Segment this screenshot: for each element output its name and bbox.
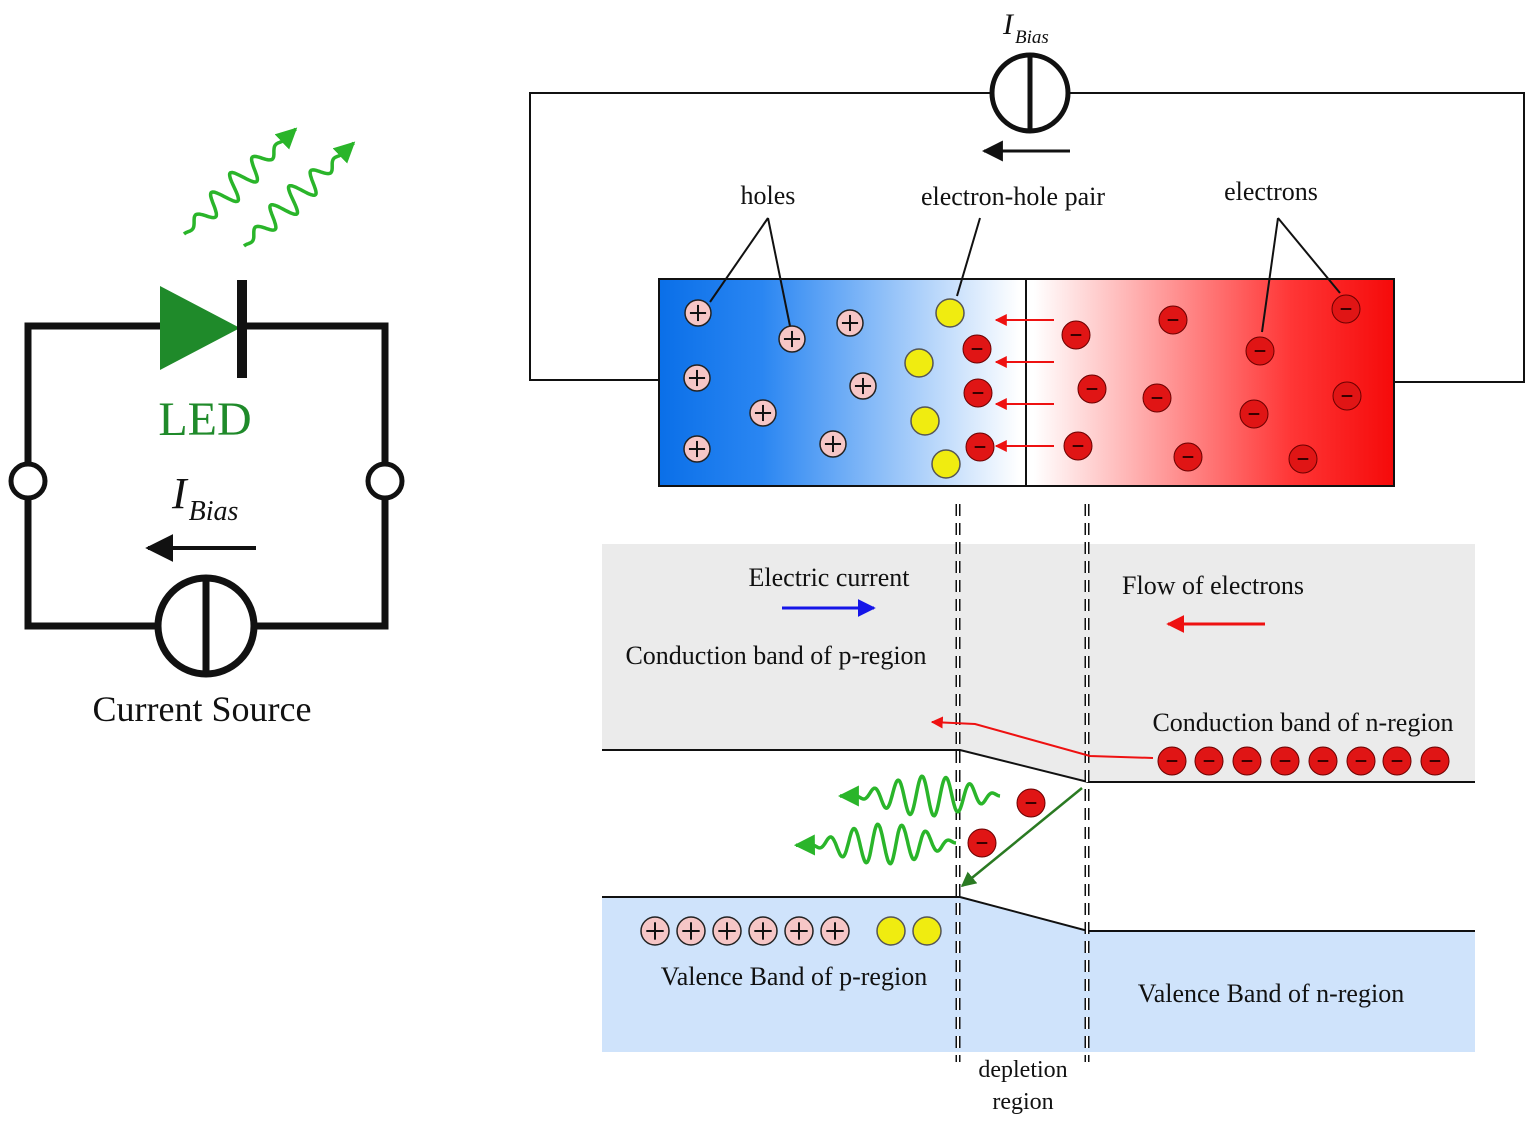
- electron-icon: [1245, 336, 1275, 366]
- valence-band-n-label: Valence Band of n-region: [1138, 979, 1404, 1008]
- band-diagram: Electric current Flow of electrons Condu…: [602, 504, 1475, 1115]
- electron-icon: [1061, 320, 1091, 350]
- circuit-wire-bottom-left: [24, 497, 158, 630]
- electron-icon: [1232, 746, 1262, 776]
- electrons-pointer: [1277, 217, 1341, 294]
- electron-icon: [1016, 788, 1046, 818]
- electron-hole-pair-icon: [931, 449, 961, 479]
- hole-icon: [820, 916, 850, 946]
- hole-icon: [778, 325, 806, 353]
- electron-icon: [1239, 399, 1269, 429]
- circuit-wire-top-right: [242, 322, 389, 465]
- valence-band-edge: [602, 896, 1475, 932]
- valence-band-p-label: Valence Band of p-region: [661, 962, 927, 991]
- electron-icon: [1270, 746, 1300, 776]
- electron-icon: [967, 828, 997, 858]
- hole-icon: [749, 399, 777, 427]
- terminal-left: [8, 461, 48, 501]
- hole-icon: [640, 916, 670, 946]
- photon-wave-icon: [242, 141, 356, 248]
- electron-icon: [1346, 746, 1376, 776]
- led-circuit: LED IBias Current Source: [8, 127, 405, 729]
- conduction-band-n-label: Conduction band of n-region: [1152, 708, 1453, 737]
- hole-icon: [819, 430, 847, 458]
- emitted-photons: [793, 774, 1001, 866]
- circuit-wire-bottom-right: [254, 497, 389, 630]
- holes-label: holes: [741, 181, 796, 210]
- electron-icon: [1288, 444, 1318, 474]
- depletion-region-label: depletion: [978, 1057, 1067, 1083]
- hole-icon: [748, 916, 778, 946]
- electron-hole-pair-label: electron-hole pair: [921, 182, 1105, 211]
- electron-icon: [1077, 374, 1107, 404]
- hole-icon: [676, 916, 706, 946]
- valence-band-area: [602, 897, 1475, 1052]
- electron-icon: [962, 334, 992, 364]
- hole-icon: [849, 372, 877, 400]
- hole-icon: [683, 364, 711, 392]
- electron-icon: [1173, 442, 1203, 472]
- recombination-arrow-icon: [960, 787, 1083, 887]
- electron-icon: [1142, 383, 1172, 413]
- electron-icon: [1382, 746, 1412, 776]
- electron-icon: [1308, 746, 1338, 776]
- electron-hole-pair-icon: [876, 916, 906, 946]
- electrons-label: electrons: [1224, 177, 1318, 206]
- flow-of-electrons-label: Flow of electrons: [1122, 571, 1304, 600]
- electron-hole-pair-icon: [935, 298, 965, 328]
- circuit-wire-top-left: [24, 322, 160, 465]
- led-label: LED: [158, 393, 251, 446]
- electron-icon: [963, 378, 993, 408]
- electron-icon: [1331, 294, 1361, 324]
- electrons-pointer: [1261, 217, 1279, 333]
- holes-pointer: [767, 217, 791, 327]
- emitted-light-icon: [182, 127, 356, 248]
- electron-icon: [1063, 431, 1093, 461]
- hole-icon: [784, 916, 814, 946]
- electron-injection-arrow-icon: [930, 716, 1154, 759]
- conduction-band-edge: [602, 749, 1475, 783]
- junction-wire-left: [529, 92, 990, 381]
- electron-hole-pair-icon: [904, 348, 934, 378]
- hole-icon: [836, 309, 864, 337]
- electron-hole-pair-icon: [912, 916, 942, 946]
- electron-icon: [1194, 746, 1224, 776]
- led-diode-icon: [160, 286, 240, 370]
- conduction-band-area: [602, 544, 1475, 750]
- hole-icon: [684, 299, 712, 327]
- depletion-region-label: region: [992, 1089, 1053, 1115]
- pair-pointer: [956, 217, 981, 297]
- junction-particles: [683, 294, 1362, 479]
- terminal-right: [365, 461, 405, 501]
- photon-wave-icon: [837, 774, 1001, 818]
- electron-icon: [1158, 305, 1188, 335]
- electron-icon: [1420, 746, 1450, 776]
- electric-current-label: Electric current: [749, 563, 911, 592]
- electron-hole-pair-icon: [910, 406, 940, 436]
- current-source-label: Current Source: [93, 689, 312, 729]
- electron-icon: [1332, 381, 1362, 411]
- bias-current-symbol: IBias: [171, 469, 239, 527]
- electron-icon: [965, 432, 995, 462]
- hole-icon: [683, 435, 711, 463]
- hole-icon: [712, 916, 742, 946]
- photon-wave-icon: [182, 127, 298, 236]
- conduction-band-p-label: Conduction band of p-region: [625, 641, 926, 670]
- junction-wire-right: [1070, 92, 1525, 383]
- electron-icon: [1157, 746, 1187, 776]
- band-particles: [640, 746, 1450, 946]
- photon-wave-icon: [793, 822, 957, 866]
- holes-pointer: [709, 217, 769, 303]
